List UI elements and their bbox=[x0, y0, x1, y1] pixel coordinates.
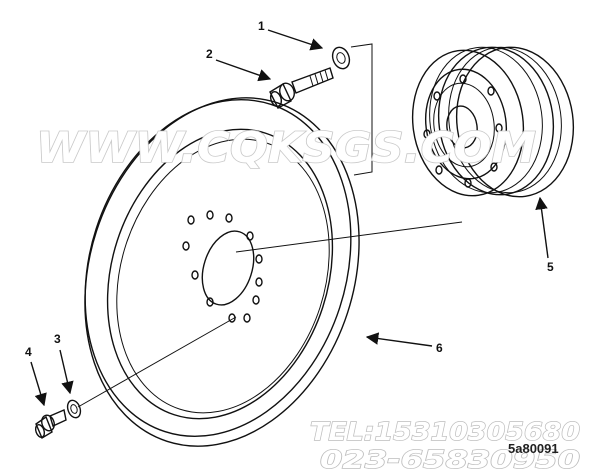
leader-arrow-3 bbox=[59, 349, 74, 395]
leader-arrow-1 bbox=[267, 29, 324, 51]
vibration-damper-pulley bbox=[411, 46, 575, 198]
leader-arrows bbox=[30, 29, 549, 407]
washer-top bbox=[331, 46, 351, 70]
washer-bottom bbox=[66, 399, 82, 419]
callout-6-label: 6 bbox=[436, 341, 443, 355]
callout-5-label: 5 bbox=[547, 260, 554, 274]
tel-watermark: TEL:15310305680 bbox=[310, 417, 580, 446]
callout-2-label: 2 bbox=[206, 47, 213, 61]
phone-watermark: 023-65830950 bbox=[320, 445, 580, 474]
callout-1-label: 1 bbox=[258, 19, 265, 33]
site-watermark: WWW.CQKSGS.COM bbox=[36, 123, 536, 172]
lower-bolt-guide bbox=[77, 316, 237, 408]
assembly-guide-lines bbox=[77, 43, 463, 408]
capscrew-bottom bbox=[34, 409, 67, 440]
damper-bolt-holes bbox=[423, 74, 503, 188]
leader-arrow-4 bbox=[30, 361, 47, 407]
washer-guide-bracket bbox=[350, 43, 373, 176]
leader-arrow-2 bbox=[215, 59, 272, 82]
leader-arrow-6 bbox=[365, 332, 433, 347]
flywheel-disc bbox=[84, 97, 360, 447]
callout-4-label: 4 bbox=[25, 345, 32, 359]
capscrew-top bbox=[269, 67, 334, 109]
figure-code: 5a80091 bbox=[508, 441, 559, 456]
flywheel-bolt-holes bbox=[182, 210, 263, 323]
centerline-guide bbox=[235, 221, 463, 253]
leader-arrow-5 bbox=[535, 196, 549, 259]
callout-3-label: 3 bbox=[54, 332, 61, 346]
